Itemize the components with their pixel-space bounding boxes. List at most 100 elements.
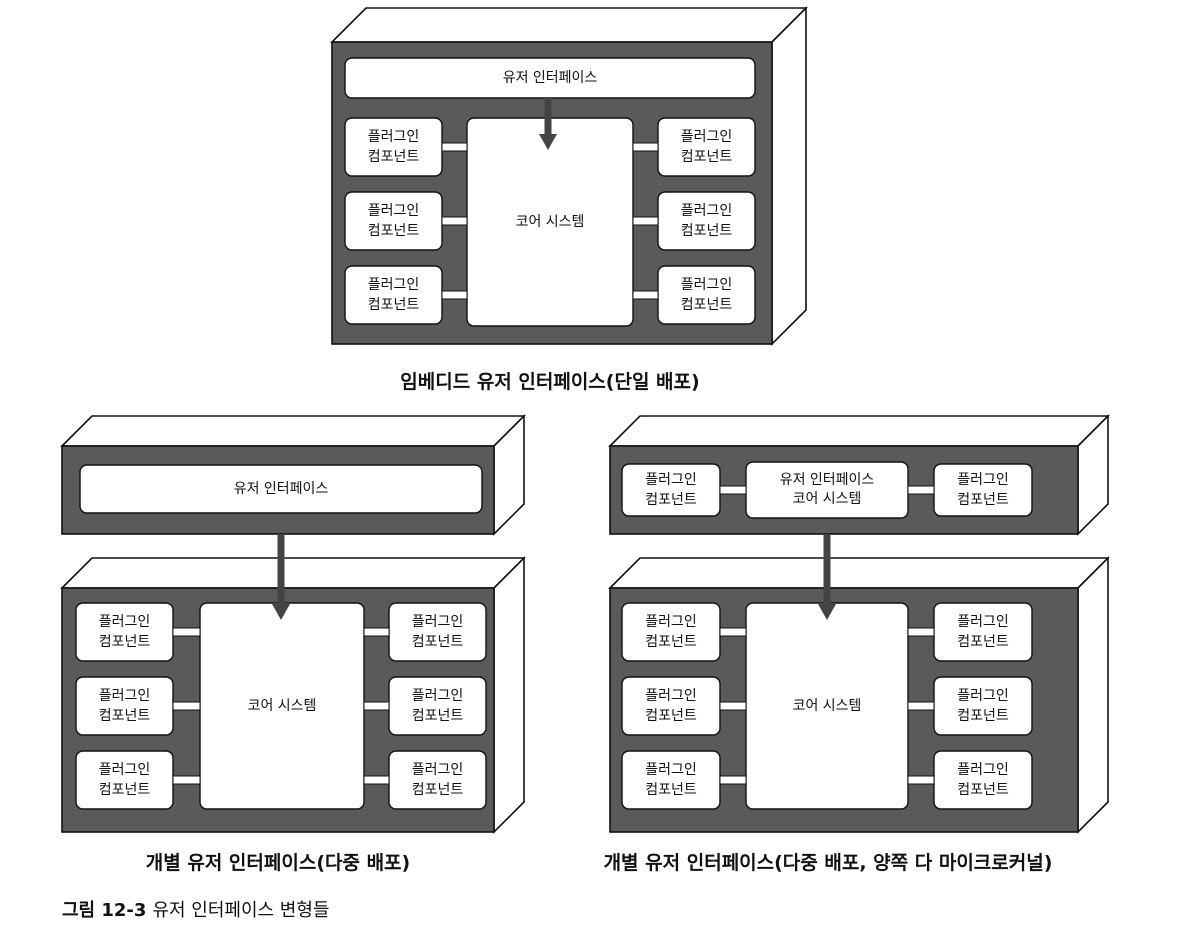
micro-top-plugin-left-label-line1: 플러그인 [645, 472, 697, 488]
separate-ui-label: 유저 인터페이스 [234, 481, 329, 497]
separate-plugin-left-1-label-line2: 컴포넌트 [99, 634, 151, 650]
separate-ui-arrow [272, 534, 290, 620]
embedded-plugin-left-3-label-line1: 플러그인 [368, 277, 420, 293]
micro-connector-left-1 [719, 627, 747, 637]
embedded-ui-arrow-head [539, 134, 557, 150]
micro-top-center-label-line2: 코어 시스템 [793, 491, 862, 507]
embedded-plugin-left-2-label-line2: 컴포넌트 [368, 223, 420, 239]
embedded-plugin-right-2 [657, 191, 756, 251]
micro-ui-panel-top-face [608, 415, 1110, 447]
micro-ui-arrow [818, 534, 836, 620]
separate-plugin-left-3-label-line2: 컴포넌트 [99, 782, 151, 798]
embedded-core-label: 코어 시스템 [516, 214, 585, 230]
embedded-connector-right-3 [632, 290, 659, 300]
micro-top-connector-right [907, 485, 935, 495]
embedded-panel-top-face [330, 7, 808, 43]
micro-connector-left-3 [719, 775, 747, 785]
embedded-plugin-right-1-label-line2: 컴포넌트 [681, 149, 733, 165]
micro-plugin-left-1-label-line1: 플러그인 [645, 614, 697, 630]
micro-panel-top-face [608, 557, 1110, 589]
separate-plugin-left-2-label-line1: 플러그인 [99, 688, 151, 704]
micro-top-center-label-line1: 유저 인터페이스 [780, 472, 875, 488]
embedded-ui-arrow [539, 98, 557, 150]
embedded-plugin-right-2-label-line1: 플러그인 [681, 203, 733, 219]
separate-ui-box [79, 464, 483, 514]
embedded-plugin-left-3-label-line2: 컴포넌트 [368, 297, 420, 313]
embedded-plugin-left-3 [344, 265, 443, 325]
micro-plugin-right-3-label-line2: 컴포넌트 [957, 782, 1009, 798]
micro-plugin-right-2 [933, 676, 1033, 736]
embedded-plugin-left-1-label-line1: 플러그인 [368, 129, 420, 145]
embedded-panel-side-face [771, 6, 807, 346]
micro-plugin-left-1-label-line2: 컴포넌트 [645, 634, 697, 650]
embedded-plugin-left-2 [344, 191, 443, 251]
micro-plugin-right-3 [933, 750, 1033, 810]
separate-connector-left-3 [172, 775, 201, 785]
separate-ui-arrow-head [272, 604, 290, 620]
figure-caption-text: 유저 인터페이스 변형들 [152, 900, 330, 921]
separate-connector-right-2 [363, 701, 390, 711]
separate-plugin-left-3-label-line1: 플러그인 [99, 762, 151, 778]
embedded-diagram-label: 임베디드 유저 인터페이스(단일 배포) [400, 371, 699, 393]
separate-plugin-left-1-label-line1: 플러그인 [99, 614, 151, 630]
embedded-ui-label: 유저 인터페이스 [503, 70, 598, 86]
micro-top-plugin-right-label-line2: 컴포넌트 [957, 492, 1009, 508]
separate-plugin-right-3-label-line1: 플러그인 [412, 762, 464, 778]
separate-panel-side-face [493, 556, 525, 834]
embedded-connector-left-1 [441, 142, 468, 152]
separate-plugin-right-2-label-line1: 플러그인 [412, 688, 464, 704]
embedded-plugin-left-1 [344, 117, 443, 177]
separate-plugin-right-3 [388, 750, 487, 810]
separate-connector-left-1 [172, 627, 201, 637]
separate-plugin-right-1-label-line1: 플러그인 [412, 614, 464, 630]
micro-plugin-right-2-label-line1: 플러그인 [957, 688, 1009, 704]
micro-top-center-box [745, 461, 909, 519]
separate-plugin-left-2 [75, 676, 174, 736]
micro-top-plugin-right-label-line1: 플러그인 [957, 472, 1009, 488]
micro-plugin-right-2-label-line2: 컴포넌트 [957, 708, 1009, 724]
micro-panel-side-face [1077, 556, 1109, 834]
embedded-connector-left-3 [441, 290, 468, 300]
separate-plugin-right-3-label-line2: 컴포넌트 [412, 782, 464, 798]
micro-connector-right-2 [907, 701, 935, 711]
embedded-plugin-left-2-label-line1: 플러그인 [368, 203, 420, 219]
separate-plugin-left-1 [75, 602, 174, 662]
separate-plugin-left-3 [75, 750, 174, 810]
separate-plugin-right-2-label-line2: 컴포넌트 [412, 708, 464, 724]
figure-number: 그림 12-3 [62, 900, 147, 921]
micro-connector-left-2 [719, 701, 747, 711]
embedded-plugin-right-3-label-line1: 플러그인 [681, 277, 733, 293]
micro-core-label: 코어 시스템 [793, 698, 862, 714]
separate-plugin-right-1 [388, 602, 487, 662]
micro-plugin-left-3-label-line2: 컴포넌트 [645, 782, 697, 798]
separate-connector-right-1 [363, 627, 390, 637]
micro-top-connector-left [719, 485, 747, 495]
micro-ui-arrow-shaft [823, 534, 831, 606]
separate-connector-right-3 [363, 775, 390, 785]
micro-diagram-label: 개별 유저 인터페이스(다중 배포, 양쪽 다 마이크로커널) [604, 852, 1053, 874]
micro-top-plugin-left-label-line2: 컴포넌트 [645, 492, 697, 508]
micro-connector-right-1 [907, 627, 935, 637]
separate-ui-arrow-shaft [277, 534, 285, 606]
micro-connector-right-3 [907, 775, 935, 785]
embedded-plugin-left-1-label-line2: 컴포넌트 [368, 149, 420, 165]
embedded-connector-left-2 [441, 216, 468, 226]
micro-plugin-left-1 [621, 602, 721, 662]
micro-plugin-right-1 [933, 602, 1033, 662]
micro-plugin-right-1-label-line2: 컴포넌트 [957, 634, 1009, 650]
separate-plugin-right-2 [388, 676, 487, 736]
micro-plugin-left-2-label-line1: 플러그인 [645, 688, 697, 704]
embedded-ui-arrow-shaft [544, 98, 552, 136]
separate-plugin-right-1-label-line2: 컴포넌트 [412, 634, 464, 650]
separate-ui-panel-top-face [60, 415, 526, 447]
embedded-plugin-right-3-label-line2: 컴포넌트 [681, 297, 733, 313]
embedded-plugin-right-3 [657, 265, 756, 325]
embedded-connector-right-2 [632, 216, 659, 226]
embedded-plugin-right-1-label-line1: 플러그인 [681, 129, 733, 145]
micro-ui-arrow-head [818, 604, 836, 620]
micro-plugin-left-2-label-line2: 컴포넌트 [645, 708, 697, 724]
separate-core-label: 코어 시스템 [248, 698, 317, 714]
micro-plugin-left-3-label-line1: 플러그인 [645, 762, 697, 778]
